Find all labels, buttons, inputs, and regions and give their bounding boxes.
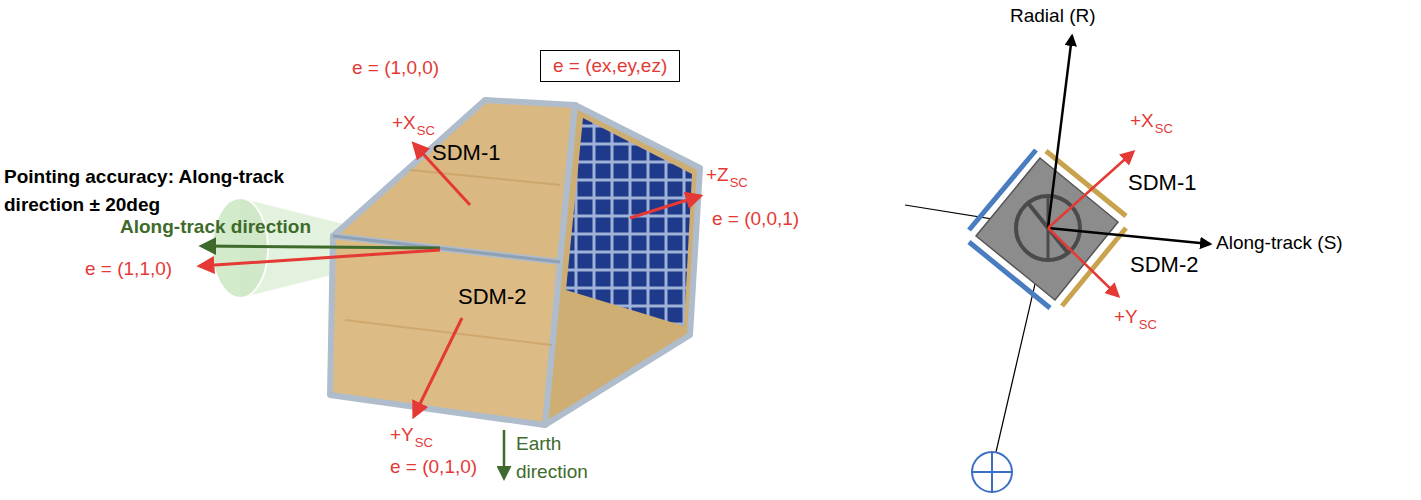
axis-name: Radial (R) [1010, 5, 1096, 28]
axis-label: +Z [706, 164, 729, 187]
axis-subscript: SC [1139, 317, 1157, 333]
panel-label: SDM-1 [432, 140, 500, 166]
vector-label: e = (0,0,1) [712, 208, 799, 231]
axis-subscript: SC [1155, 121, 1173, 137]
panel-label: SDM-2 [458, 284, 526, 310]
vector-label: e = (1,1,0) [85, 258, 172, 281]
definition-box: e = (ex,ey,ez) [540, 50, 680, 82]
axis-name: Along-track (S) [1216, 232, 1343, 255]
direction-label: Earth direction [516, 430, 600, 485]
axis-label: +X [1130, 110, 1154, 133]
vector-label: e = (0,1,0) [390, 456, 477, 479]
axis-subscript: SC [415, 435, 433, 451]
axis-label: +X [392, 112, 416, 135]
panel-label: SDM-1 [1128, 170, 1196, 196]
orbit-frame-schematic [905, 36, 1210, 492]
box-text: e = (ex,ey,ez) [553, 55, 667, 77]
axis-arrows [200, 144, 700, 478]
axis-subscript: SC [730, 175, 748, 191]
panel-label: SDM-2 [1130, 252, 1198, 278]
axis-label: +Y [390, 424, 414, 447]
axis-subscript: SC [417, 123, 435, 139]
axis-label: +Y [1114, 306, 1138, 329]
vector-label: e = (1,0,0) [352, 57, 439, 80]
pointing-note: Pointing accuracy: Along-track direction… [4, 163, 304, 218]
direction-label: Along-track direction [120, 216, 311, 239]
spacecraft-body [330, 100, 700, 425]
